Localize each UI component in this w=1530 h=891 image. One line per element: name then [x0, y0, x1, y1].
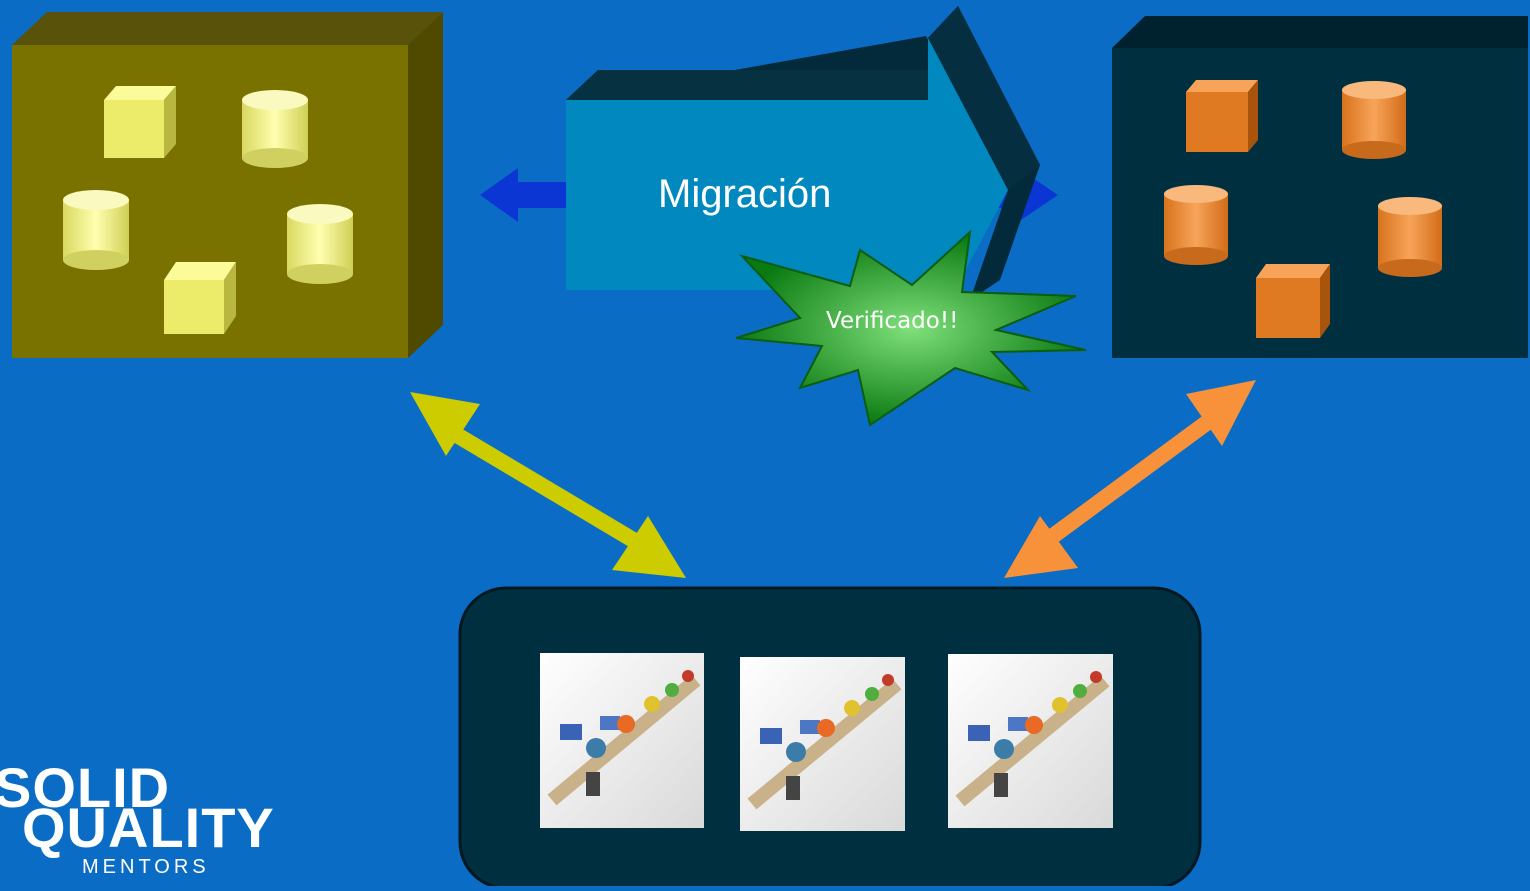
logo-line-3: MENTORS: [82, 856, 210, 878]
source-database-icon: [242, 90, 308, 168]
computer-users-icon: [948, 654, 1113, 828]
target-cube-icon: [1256, 264, 1330, 338]
target-database-icon: [1342, 81, 1406, 159]
source-database-icon: [63, 190, 129, 270]
migration-label: Migración: [658, 172, 832, 216]
migration-arrow: [566, 6, 1040, 342]
source-cube-icon: [164, 262, 236, 334]
target-cube-icon: [1186, 80, 1258, 152]
target-database-icon: [1164, 185, 1228, 265]
yellow-connection-arrow: [410, 392, 686, 578]
logo-line-2: QUALITY: [22, 796, 275, 859]
source-cube-icon: [104, 86, 176, 158]
source-database-icon: [287, 204, 353, 284]
logo-line-1: SOLID: [0, 756, 171, 819]
orange-connection-arrow: [1004, 380, 1256, 578]
computer-users-icon: [540, 653, 704, 828]
target-database-icon: [1378, 197, 1442, 277]
computer-users-icon: [740, 657, 905, 831]
verified-label: Verificado!!: [826, 308, 959, 334]
verified-burst: [735, 229, 1087, 427]
